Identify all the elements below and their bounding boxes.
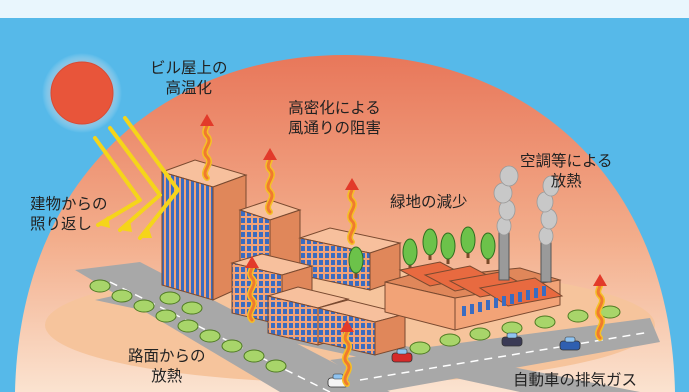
label-wind-blocking-line1: 高密化による: [288, 99, 381, 117]
sunbeam-icon: [93, 116, 180, 240]
top-border: [0, 0, 689, 18]
sun-icon: [42, 53, 122, 133]
label-reflection: 建物からの 照り返し: [30, 194, 108, 234]
car-icon: [327, 332, 581, 388]
label-road-heat-line1: 路面からの: [128, 347, 206, 365]
label-wind-blocking-line2: 風通りの阻害: [288, 119, 382, 137]
factory-building: [384, 261, 564, 331]
smoke-icon: [493, 165, 560, 246]
label-rooftop-heat-line1: ビル屋上の: [150, 59, 228, 77]
label-rooftop-heat: ビル屋上の 高温化: [150, 58, 228, 98]
label-road-heat-line2: 放熱: [151, 367, 183, 385]
label-road-heat: 路面からの 放熱: [128, 346, 206, 386]
label-wind-blocking: 高密化による 風通りの阻害: [288, 98, 381, 138]
label-green-loss-line1: 緑地の減少: [390, 193, 468, 211]
label-car-exhaust: 自動車の排気ガス: [513, 370, 637, 390]
label-ac-heat: 空調等による 放熱: [520, 151, 613, 191]
label-car-exhaust-line1: 自動車の排気ガス: [513, 371, 638, 389]
label-reflection-line1: 建物からの: [30, 195, 108, 213]
label-green-loss: 緑地の減少: [390, 192, 468, 212]
label-ac-heat-line1: 空調等による: [520, 152, 613, 170]
label-reflection-line2: 照り返し: [30, 215, 93, 233]
label-ac-heat-line2: 放熱: [550, 172, 582, 190]
label-rooftop-heat-line2: 高温化: [165, 79, 213, 97]
